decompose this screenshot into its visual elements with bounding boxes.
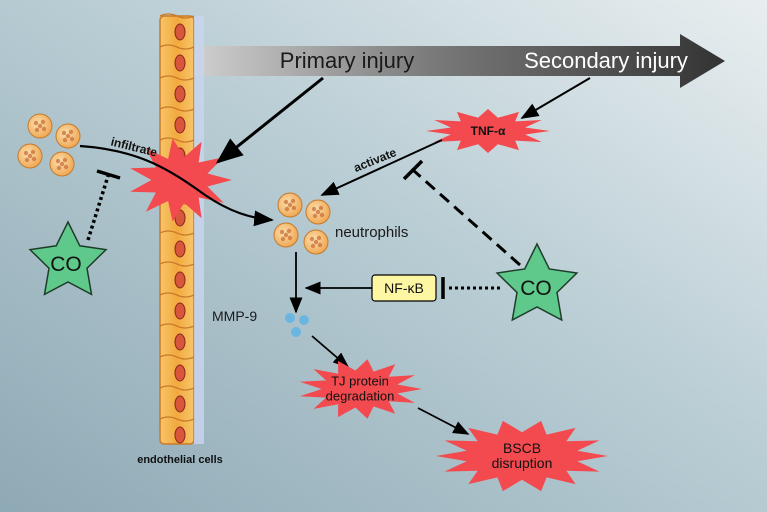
cell-nucleus (174, 333, 186, 351)
bscb-disruption-burst (436, 420, 608, 492)
tj-to-bscb-arrow (417, 407, 470, 435)
cell-nucleus (174, 364, 186, 382)
cell-nucleus (174, 54, 186, 72)
mmp9-to-tj-arrow (311, 335, 350, 369)
inhibition-bar-infiltrate (96, 169, 121, 180)
mmp9-label: MMP-9 (212, 308, 258, 324)
nfkb-box (371, 274, 437, 302)
tj-protein-label-line2: degradation (325, 388, 395, 404)
nfkb-label: NF-κB (384, 280, 424, 296)
cell-nucleus (174, 240, 186, 258)
endothelial-cell-column (159, 13, 204, 445)
neutrophil-cluster-left (17, 113, 81, 177)
activate-arrow (320, 139, 443, 196)
cell-nucleus (174, 271, 186, 289)
co-left-inhibition-line (86, 175, 110, 241)
secondary-injury-label: Secondary injury (524, 48, 688, 73)
cell-nucleus (174, 85, 186, 103)
primary-injury-arrow (215, 76, 324, 164)
cell-nucleus (174, 116, 186, 134)
bscb-label-line1: BSCB (502, 440, 542, 456)
primary-injury-label: Primary injury (279, 48, 415, 73)
cell-nucleus (174, 395, 186, 413)
tnf-alpha-burst (426, 109, 550, 153)
co-right-star-icon (495, 242, 579, 322)
infiltrate-arrow (79, 144, 274, 227)
neutrophil-cluster-center (273, 192, 331, 255)
co-left-star-icon (28, 220, 108, 296)
injury-progression-arrow (192, 34, 725, 88)
mmp9-dots (285, 313, 309, 337)
secondary-injury-arrow (520, 77, 591, 119)
co-right-inhibition-line (412, 168, 521, 267)
cell-nucleus (174, 302, 186, 320)
neutrophils-label: neutrophils (335, 224, 409, 241)
tj-protein-label-line1: TJ protein (331, 373, 389, 389)
cell-nucleus (174, 426, 186, 444)
inhibition-bar-activate (402, 159, 424, 181)
bscb-label-line2: disruption (491, 455, 553, 471)
cell-nucleus (174, 209, 186, 227)
endothelial-cells-label: endothelial cells (137, 454, 223, 466)
cell-nucleus (174, 23, 186, 41)
co-right-label: CO (520, 277, 552, 300)
tnf-alpha-label: TNF-α (470, 124, 506, 138)
tj-degradation-burst (299, 359, 422, 419)
co-left-label: CO (50, 253, 82, 276)
